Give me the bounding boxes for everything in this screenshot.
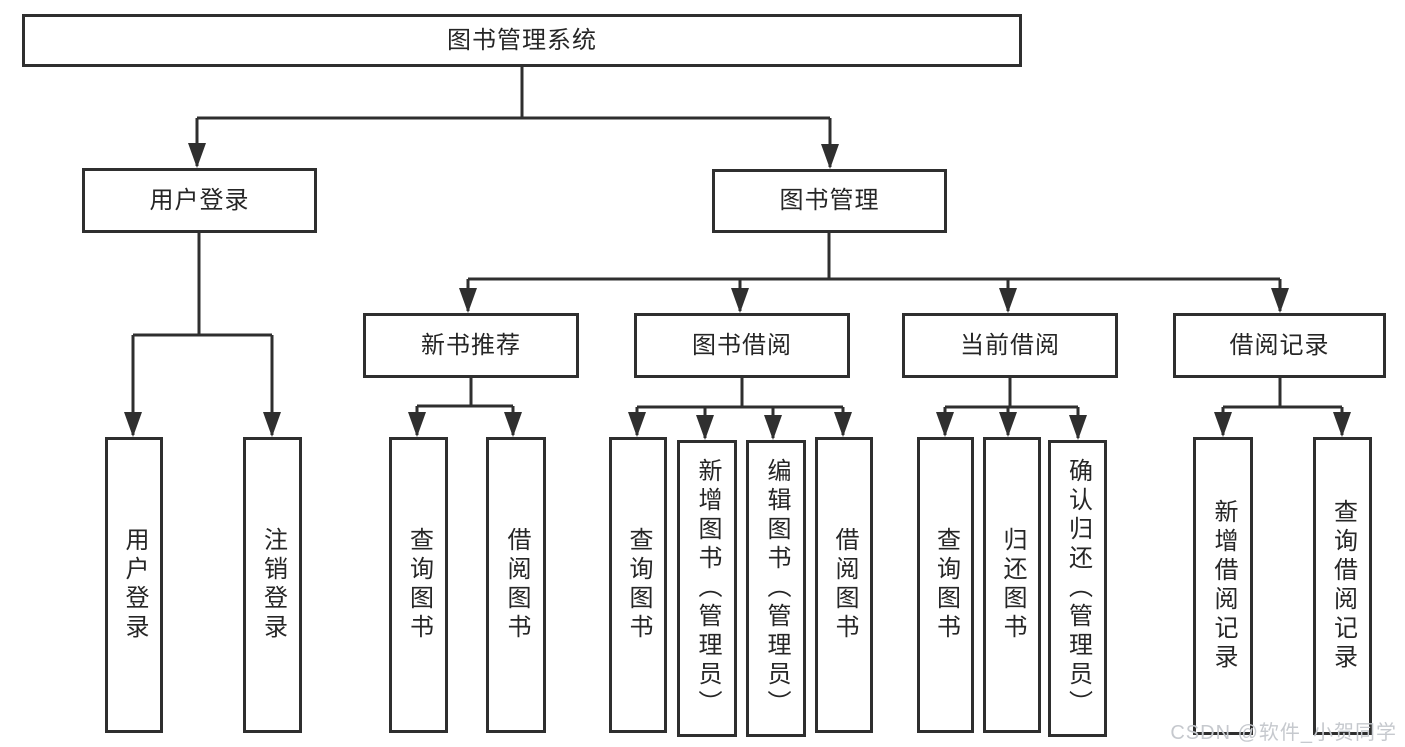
connector-records-to-children <box>1221 378 1344 435</box>
leaf-newbook-borrow-book: 借阅图书 <box>486 437 546 733</box>
arrowhead <box>504 412 522 437</box>
arrowhead <box>821 144 839 169</box>
node-current-borrow-label: 当前借阅 <box>960 331 1060 359</box>
leaf-confirm-return-admin: 确认归还（管理员） <box>1048 440 1107 737</box>
node-current-borrow: 当前借阅 <box>902 313 1118 378</box>
leaf-borrow-borrow-book-label: 借阅图书 <box>831 527 858 643</box>
leaf-newbook-query-book: 查询图书 <box>389 437 448 733</box>
connector-currentborrow-to-children <box>943 378 1080 438</box>
leaf-borrow-query-book-label: 查询图书 <box>625 527 652 643</box>
leaf-user-login: 用户登录 <box>105 437 163 733</box>
arrowheads <box>124 143 1351 440</box>
leaf-return-book: 归还图书 <box>983 437 1041 733</box>
leaf-query-borrow-record: 查询借阅记录 <box>1313 437 1372 735</box>
connector-userlogin-to-children <box>131 233 274 435</box>
node-root: 图书管理系统 <box>22 14 1022 67</box>
arrowhead <box>124 412 142 437</box>
arrowhead <box>459 288 477 313</box>
node-book-borrow-label: 图书借阅 <box>692 331 792 359</box>
leaf-logout: 注销登录 <box>243 437 302 733</box>
leaf-add-borrow-record-label: 新增借阅记录 <box>1210 499 1237 673</box>
leaf-current-query-book: 查询图书 <box>917 437 974 733</box>
leaf-current-query-book-label: 查询图书 <box>932 527 960 643</box>
arrowhead <box>188 143 206 168</box>
arrowhead <box>999 288 1017 313</box>
node-book-management: 图书管理 <box>712 169 947 233</box>
leaf-edit-book-admin-label: 编辑图书（管理员） <box>763 458 790 719</box>
arrowhead <box>936 412 954 437</box>
arrowhead <box>834 412 852 437</box>
connector-bookborrow-to-children <box>635 378 845 438</box>
leaf-edit-book-admin: 编辑图书（管理员） <box>746 440 806 737</box>
arrowhead <box>999 412 1017 437</box>
leaf-add-book-admin: 新增图书（管理员） <box>677 440 737 737</box>
leaf-add-borrow-record: 新增借阅记录 <box>1193 437 1253 735</box>
leaf-logout-label: 注销登录 <box>259 527 287 643</box>
node-borrow-records-label: 借阅记录 <box>1229 331 1330 359</box>
arrowhead <box>1333 412 1351 437</box>
arrowhead <box>1214 412 1232 437</box>
connector-root-to-level2 <box>195 67 832 167</box>
leaf-newbook-query-book-label: 查询图书 <box>405 527 433 643</box>
leaf-query-borrow-record-label: 查询借阅记录 <box>1329 499 1357 673</box>
node-new-book-recommend-label: 新书推荐 <box>421 331 521 359</box>
leaf-newbook-borrow-book-label: 借阅图书 <box>503 527 530 643</box>
node-user-login-label: 用户登录 <box>149 186 250 214</box>
connector-newbook-to-children <box>415 378 515 435</box>
arrowhead <box>731 288 749 313</box>
leaf-add-book-admin-label: 新增图书（管理员） <box>694 458 721 719</box>
leaf-return-book-label: 归还图书 <box>999 527 1026 643</box>
arrowhead <box>1069 415 1087 440</box>
node-borrow-records: 借阅记录 <box>1173 313 1386 378</box>
node-book-management-label: 图书管理 <box>779 187 880 214</box>
node-user-login: 用户登录 <box>82 168 317 233</box>
leaf-confirm-return-admin-label: 确认归还（管理员） <box>1064 458 1092 719</box>
arrowhead <box>764 415 782 440</box>
leaf-borrow-borrow-book: 借阅图书 <box>815 437 873 733</box>
arrowhead <box>628 412 646 437</box>
connector-bookmgmt-to-level3 <box>466 233 1282 311</box>
node-root-label: 图书管理系统 <box>447 26 597 54</box>
leaf-borrow-query-book: 查询图书 <box>609 437 667 733</box>
csdn-watermark: CSDN @软件_小贺同学 <box>1170 722 1397 744</box>
arrowhead <box>1271 288 1289 313</box>
leaf-user-login-label: 用户登录 <box>121 527 148 643</box>
arrowhead <box>696 415 714 440</box>
node-book-borrow: 图书借阅 <box>634 313 850 378</box>
arrowhead <box>263 412 281 437</box>
arrowhead <box>408 412 426 437</box>
node-new-book-recommend: 新书推荐 <box>363 313 579 378</box>
